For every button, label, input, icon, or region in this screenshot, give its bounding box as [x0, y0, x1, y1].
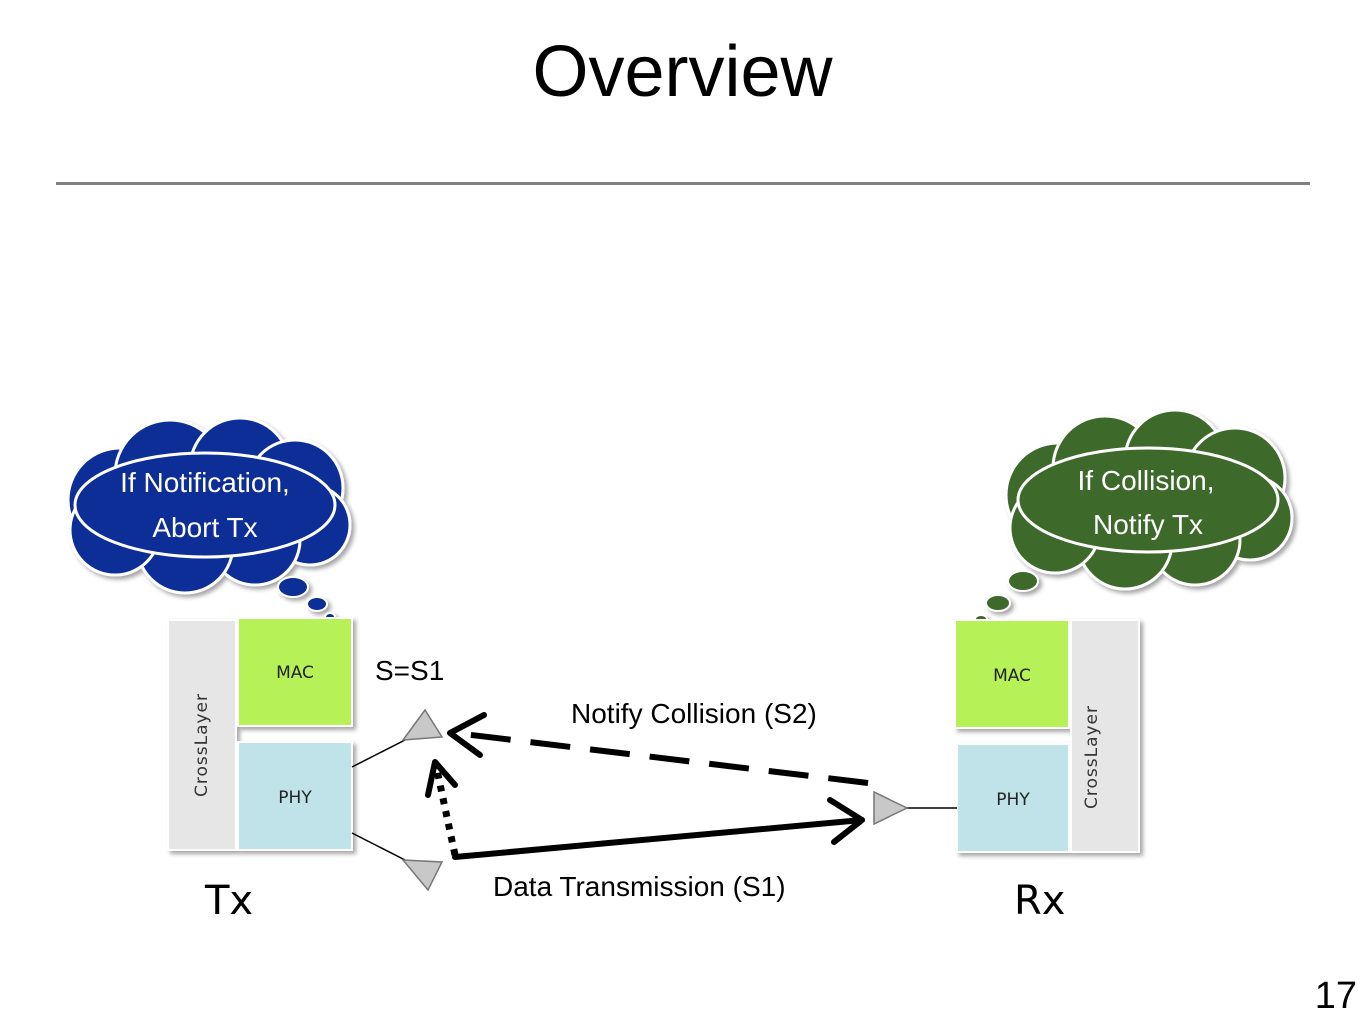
rx-mac-label: MAC — [993, 666, 1031, 686]
rx-cloud-shape — [1004, 408, 1294, 591]
data-transmission-arrow — [452, 797, 865, 860]
rx-crosslayer-box — [1070, 619, 1140, 853]
tx-antenna-upper-wire — [351, 739, 406, 768]
page-number: 17 — [1314, 975, 1357, 1017]
data-transmission-label: Data Transmission (S1) — [493, 871, 786, 902]
rx-antenna-icon — [873, 790, 909, 826]
rx-node-label: Rx — [1014, 878, 1065, 924]
tx-mac-box — [237, 617, 353, 727]
tx-phy-box — [237, 741, 353, 851]
tx-node-label: Tx — [204, 878, 253, 924]
tx-thought-bubble-medium — [306, 596, 328, 612]
tx-phy-label: PHY — [278, 788, 312, 808]
rx-thought-line2: Notify Tx — [1093, 509, 1203, 540]
tx-thought-bubble-large — [277, 576, 309, 598]
dotted-arrow — [425, 759, 459, 856]
rx-antenna — [873, 790, 957, 826]
tx-antenna-lower-icon — [401, 859, 444, 892]
notify-collision-label: Notify Collision (S2) — [571, 698, 817, 729]
rx-mac-box — [954, 619, 1070, 729]
tx-stack: CrossLayer MAC PHY — [167, 617, 353, 851]
rx-thought-bubble-large — [1007, 570, 1039, 592]
tx-antenna-upper-icon — [401, 708, 444, 741]
tx-antenna-lower-wire — [351, 832, 406, 861]
tx-crosslayer-label: CrossLayer — [192, 693, 212, 797]
rx-stack: MAC PHY CrossLayer — [954, 619, 1140, 853]
tx-crosslayer-box — [167, 619, 237, 851]
tx-thought-cloud — [66, 416, 352, 622]
rx-thought-bubble-medium — [985, 594, 1011, 612]
rx-phy-label: PHY — [996, 790, 1030, 810]
tx-thought-line1: If Notification, — [120, 467, 290, 498]
state-label: S=S1 — [375, 655, 444, 686]
notify-collision-arrow — [447, 712, 869, 786]
slide-title: Overview — [532, 32, 833, 112]
tx-thought-line2: Abort Tx — [152, 512, 257, 543]
rx-thought-cloud — [974, 408, 1294, 624]
rx-thought-line1: If Collision, — [1078, 465, 1215, 496]
rx-phy-box — [956, 743, 1070, 853]
tx-antennas — [351, 708, 444, 892]
tx-cloud-shape — [66, 416, 352, 595]
rx-crosslayer-label: CrossLayer — [1082, 705, 1102, 809]
tx-mac-label: MAC — [276, 663, 314, 683]
title-divider — [56, 182, 1310, 185]
